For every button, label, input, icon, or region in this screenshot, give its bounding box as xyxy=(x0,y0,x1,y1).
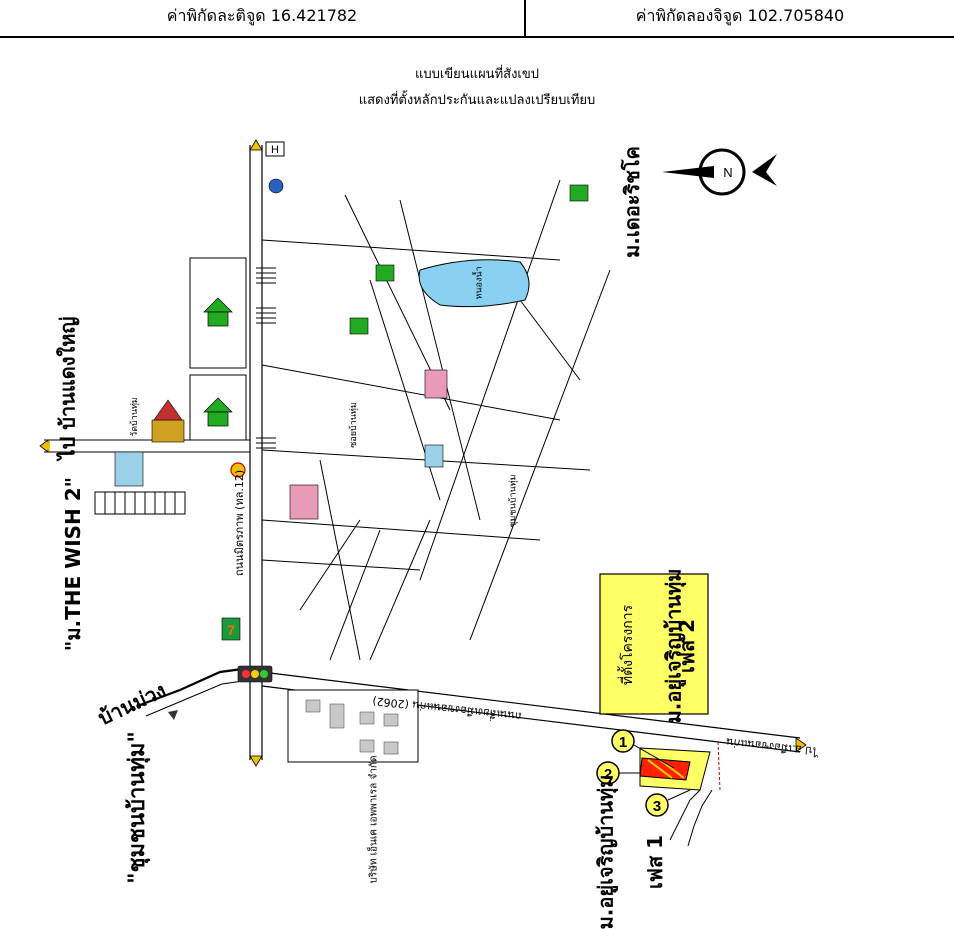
latitude-label: ค่าพิกัดละติจูด 16.421782 xyxy=(0,0,526,36)
ptt-icon xyxy=(268,178,284,194)
marker-3: 3 xyxy=(645,789,691,817)
building-icon xyxy=(289,484,319,520)
project-phase2-box xyxy=(599,573,709,715)
shell-icon xyxy=(230,462,246,478)
label-soi-ban-thum: ซอยบ้านทุ่ม xyxy=(348,402,359,448)
coordinate-header: ค่าพิกัดละติจูด 16.421782 ค่าพิกัดลองจิจ… xyxy=(0,0,954,38)
road-to-ban-muang xyxy=(139,666,251,717)
label-the-rich-co: ม.เดอะริชโค xyxy=(619,146,644,258)
building-icon xyxy=(424,369,448,399)
svg-text:3: 3 xyxy=(653,798,661,815)
map-title: แบบเขียนแผนที่สังเขป xyxy=(414,67,540,82)
map-subtitle: แสดงที่ตั้งหลักประกันและแปลงเปรียบเทียบ xyxy=(358,93,596,108)
house-icon xyxy=(203,397,233,427)
svg-text:1: 1 xyxy=(619,734,627,751)
map-titles: แบบเขียนแผนที่สังเขป แสดงที่ตั้งหลักประก… xyxy=(0,62,954,114)
house-icon xyxy=(375,264,395,282)
building-icon xyxy=(114,451,144,487)
house-icon xyxy=(349,317,369,335)
seven-eleven-icon xyxy=(221,617,241,641)
building-icon xyxy=(424,444,444,468)
label-lake: หนองน้ำ xyxy=(474,266,485,300)
honda-icon xyxy=(265,141,285,157)
label-to-ban-daeng-yai: ไป บ้านแดงใหญ่ xyxy=(55,316,80,460)
label-road-mittraphap: ถนนมิตรภาพ (ทล.12) xyxy=(233,469,247,577)
road-end-marker xyxy=(44,440,50,452)
honda-label: H xyxy=(271,144,279,156)
factory-buildings xyxy=(287,689,419,763)
crosswalk xyxy=(256,267,276,449)
marker-2: 2 xyxy=(596,761,640,785)
label-phase1: เฟส 1 xyxy=(643,834,668,890)
longitude-label: ค่าพิกัดลองจิจูด 102.705840 xyxy=(635,6,845,25)
row-houses xyxy=(94,491,186,515)
label-the-wish-2: "ม.THE WISH 2" xyxy=(61,476,86,652)
svg-text:2: 2 xyxy=(604,766,612,783)
label-pond: ชุมชนบ้านทุ่ม xyxy=(508,474,519,528)
temple-icon xyxy=(151,399,185,443)
house-icon xyxy=(203,297,233,327)
marker-1: 1 xyxy=(611,729,675,769)
seven-eleven-label: 7 xyxy=(227,622,235,638)
label-temple: วัดบ้านทุ่ม xyxy=(129,397,140,437)
label-phase1-name: ม.อยู่เจริญบ้านทุ่ม xyxy=(593,774,618,929)
street-grid xyxy=(261,179,611,661)
compass-icon: N xyxy=(662,148,777,196)
road-end-marker xyxy=(168,710,178,720)
svg-text:N: N xyxy=(723,165,732,180)
label-project-phase2: เฟส 2 xyxy=(675,618,700,674)
label-company: บริษัท เอ็นเค เอพพาเรล จำกัด xyxy=(368,755,380,884)
label-project-site: ที่ตั้งโครงการ xyxy=(620,604,637,686)
lake xyxy=(418,259,530,308)
label-chumchon-ban-thum: "ชุมชนบ้านทุ่ม" xyxy=(124,731,150,884)
traffic-light-icon xyxy=(237,665,273,683)
house-icon xyxy=(569,184,589,202)
